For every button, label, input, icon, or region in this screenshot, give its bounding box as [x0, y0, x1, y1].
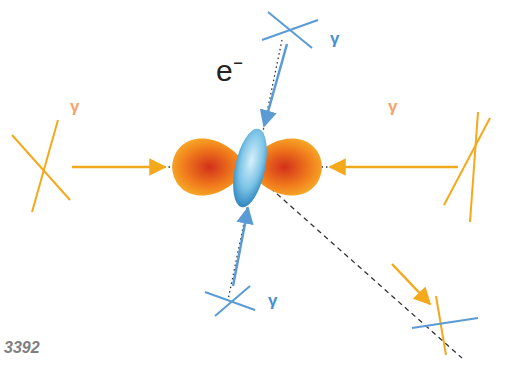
- scatter-line: [250, 170, 462, 358]
- photon-label: γ: [388, 98, 397, 115]
- photon-symbol: [205, 286, 255, 316]
- photon-label: γ: [330, 30, 339, 47]
- photon-arrow: [233, 208, 248, 286]
- photon-label: γ: [268, 292, 277, 309]
- reference-note: 3392: [4, 340, 40, 356]
- photon-symbol: [262, 12, 318, 48]
- electron-cloud: [227, 126, 273, 210]
- photon-arrow: [264, 44, 287, 126]
- photon-arrow: [72, 166, 165, 169]
- photon-symbol: [412, 296, 478, 355]
- electron-label: e⁻: [216, 56, 243, 86]
- scattered-arrow: [392, 264, 430, 304]
- photon-label: γ: [70, 98, 79, 115]
- photon-symbol: [12, 120, 70, 212]
- photon-arrow: [330, 166, 458, 169]
